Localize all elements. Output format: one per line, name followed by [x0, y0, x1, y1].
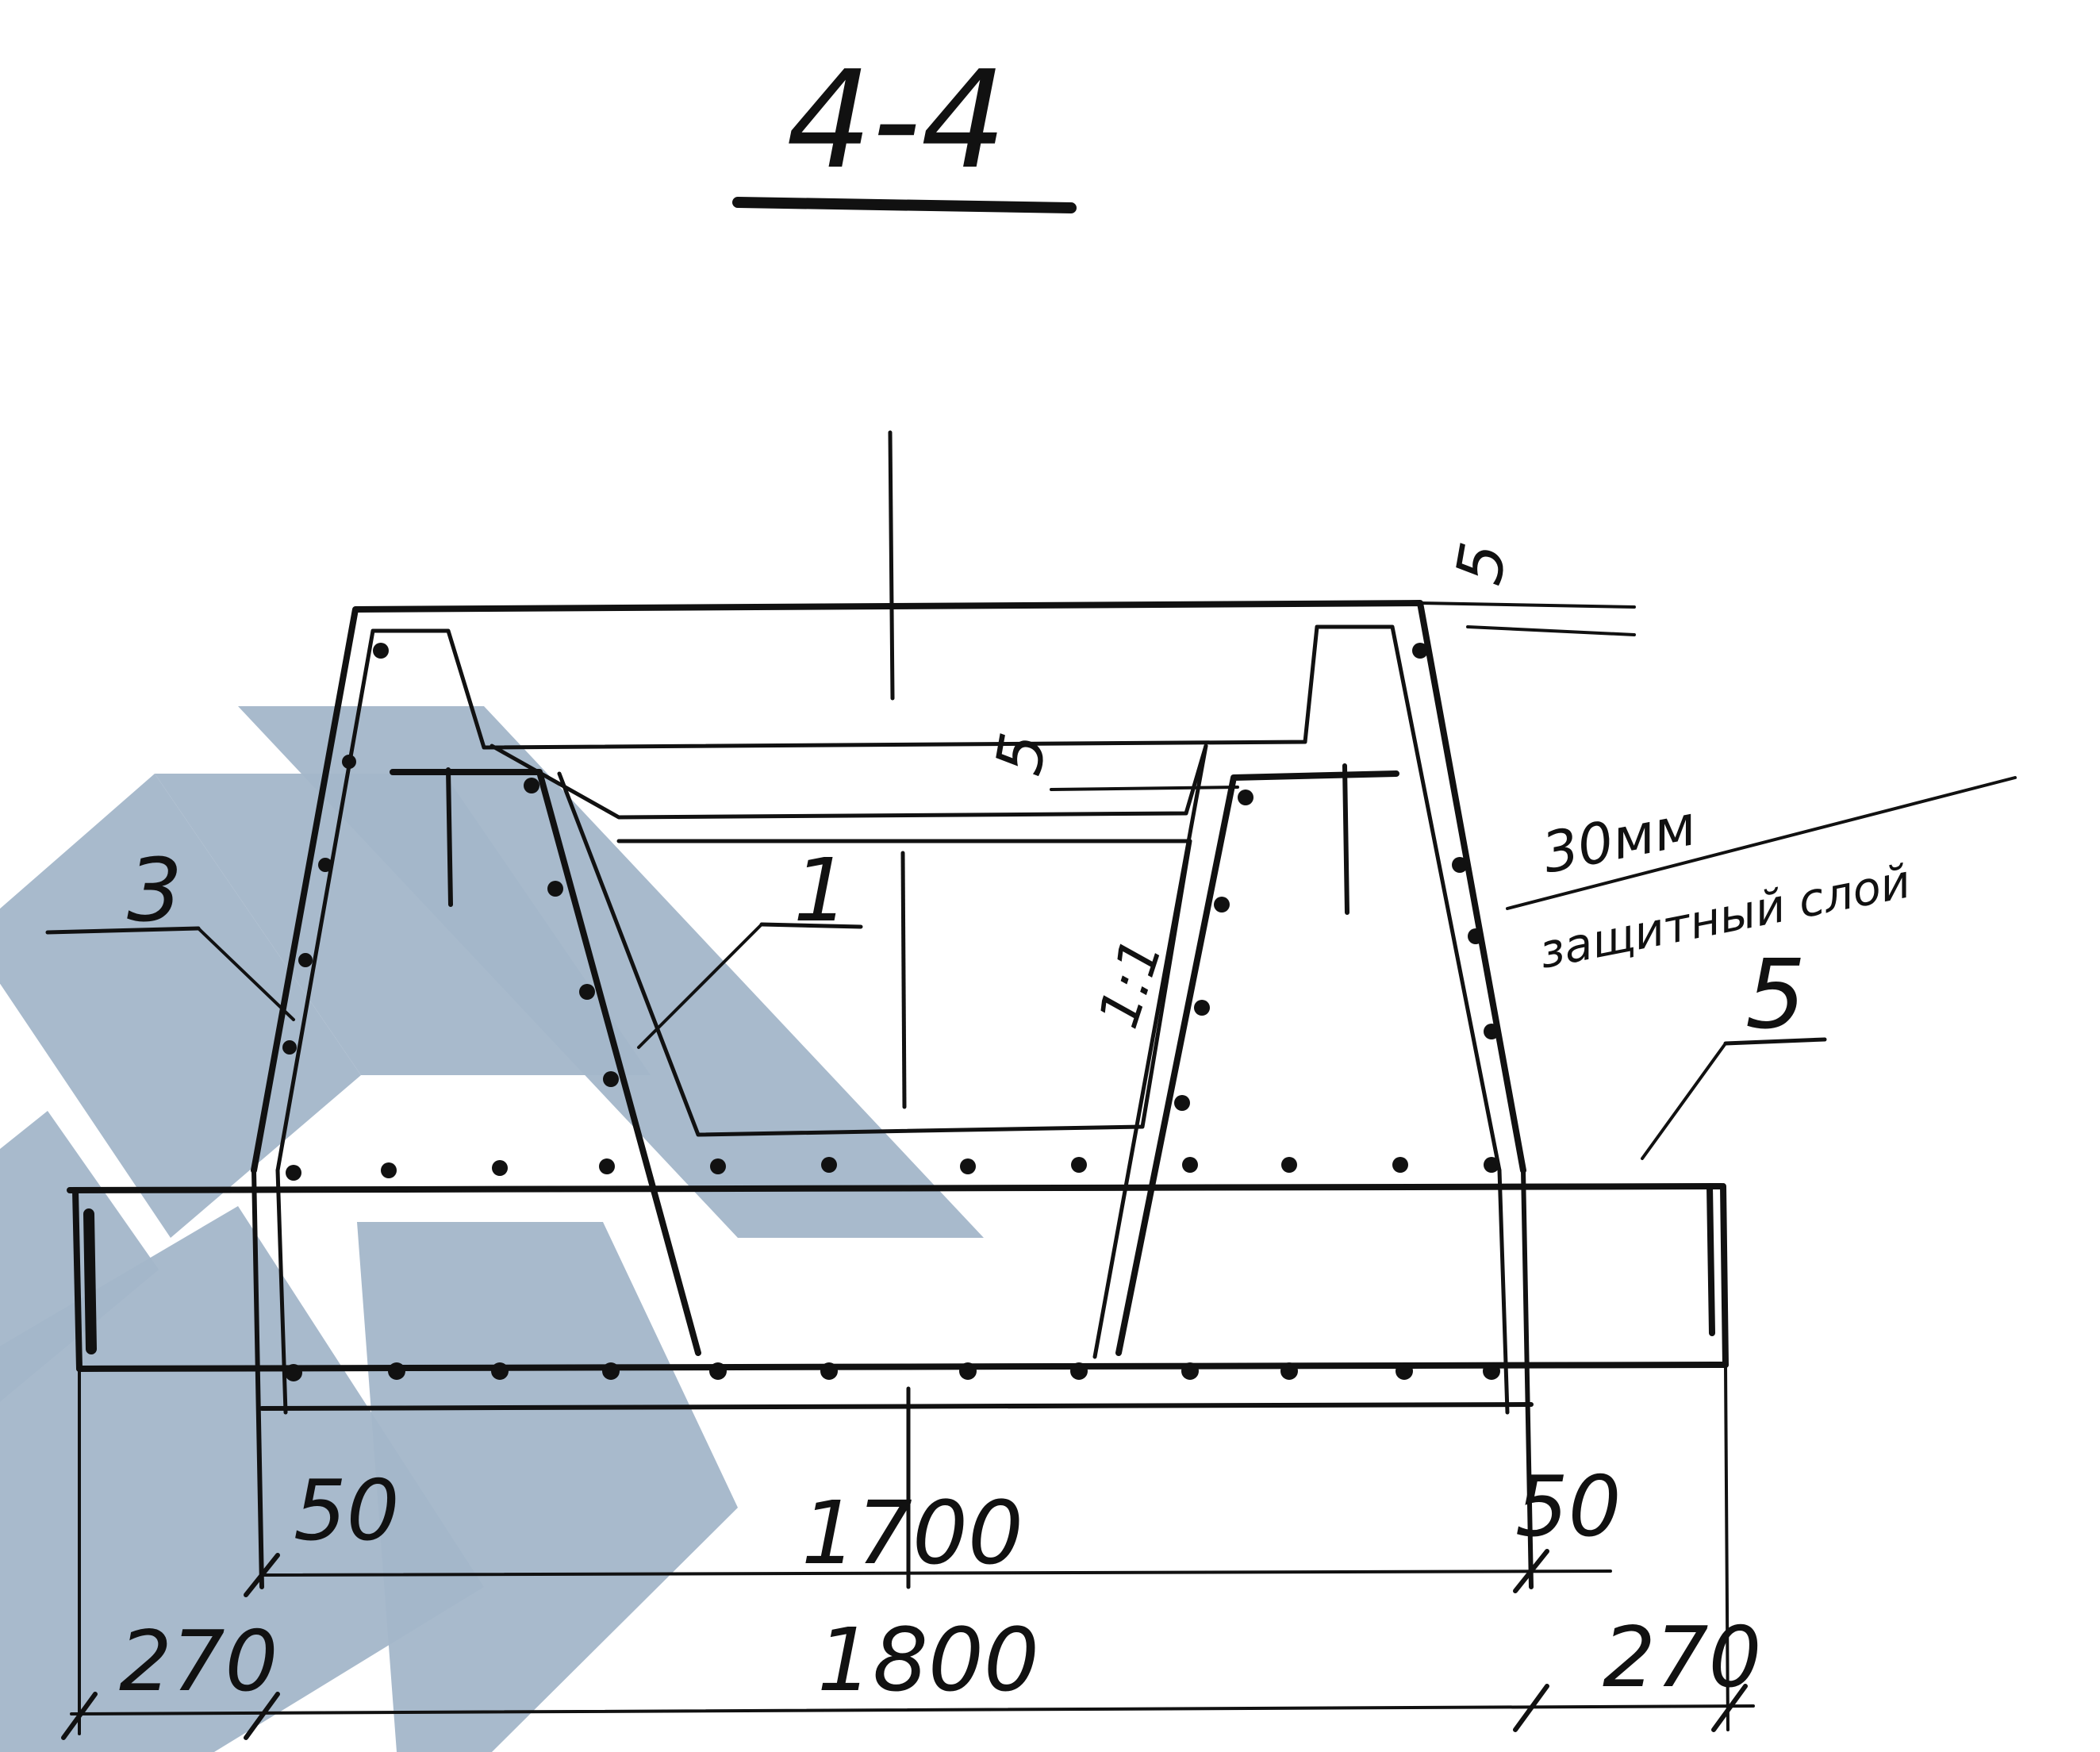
dim-270-right: 270 [1603, 1609, 1761, 1706]
dim-ext-right [1724, 1363, 1730, 1731]
base-slab-right [1720, 1183, 1729, 1368]
inner-left-wall-inner [557, 771, 1192, 1137]
foundation-line [259, 1402, 1534, 1411]
outer-left-wall [251, 1168, 264, 1589]
base-slab-left [72, 1187, 83, 1372]
callout-5-arrow [1641, 1042, 1727, 1160]
axis-inner [900, 851, 907, 1109]
outer-right-wall-2 [1497, 1168, 1510, 1415]
outer-top-profile [251, 600, 1526, 1174]
dim-line-1700 [260, 1570, 1612, 1577]
tick-right [1342, 763, 1349, 915]
dim-ticks [61, 1549, 1748, 1740]
dim-line-overall [70, 1704, 1755, 1716]
rebar-dots-walls [282, 643, 1499, 1111]
callout-3-arrow [197, 927, 295, 1021]
callout-1-label: 1 [793, 840, 849, 941]
outer-right-wall [1521, 1168, 1534, 1589]
dim-5-top-line [1419, 601, 1636, 609]
callout-3-label: 3 [127, 840, 182, 941]
cover-leader [1506, 776, 2017, 910]
base-slab-top [67, 1183, 1725, 1193]
dim-5-top-line-2 [1466, 625, 1636, 636]
callout-1-arrow [637, 923, 763, 1049]
inner-right-wall [1115, 770, 1399, 1356]
inner-left-wall [390, 769, 701, 1356]
callout-5-leader [1723, 1037, 1827, 1046]
base-slab-bottom [76, 1362, 1729, 1372]
dim-50-left: 50 [294, 1462, 400, 1559]
dim-1700: 1700 [801, 1482, 1023, 1584]
dim-270-left: 270 [119, 1613, 278, 1710]
callout-3-leader [45, 926, 201, 935]
watermark-logo [0, 706, 984, 1752]
outer-top-profile-inner [275, 624, 1502, 1173]
callout-5-label: 5 [1745, 940, 1806, 1051]
inner-right-wall-2 [1092, 743, 1208, 1359]
tick-left [446, 767, 453, 907]
dim-5-mid-line [1050, 786, 1239, 791]
slab-recess [489, 743, 1208, 820]
base-slab-left-inner [83, 1208, 97, 1354]
dim-1800: 1800 [817, 1609, 1039, 1711]
base-slab-right-inner [1706, 1183, 1715, 1336]
axis-top [888, 430, 895, 701]
dim-5-top-label: 5 [1442, 537, 1521, 590]
section-title: 4-4 [786, 42, 1007, 199]
dim-50-right: 50 [1515, 1458, 1622, 1555]
title-underline [732, 197, 1077, 213]
dim-5-mid-label: 5 [981, 728, 1061, 780]
cover-thickness-label: 30мм [1538, 793, 1702, 886]
callout-1-leader [759, 922, 863, 929]
rebar-dots-bottom [285, 1362, 1500, 1381]
rebar-dots-top [286, 1157, 1499, 1181]
outer-left-wall-2 [275, 1168, 288, 1415]
